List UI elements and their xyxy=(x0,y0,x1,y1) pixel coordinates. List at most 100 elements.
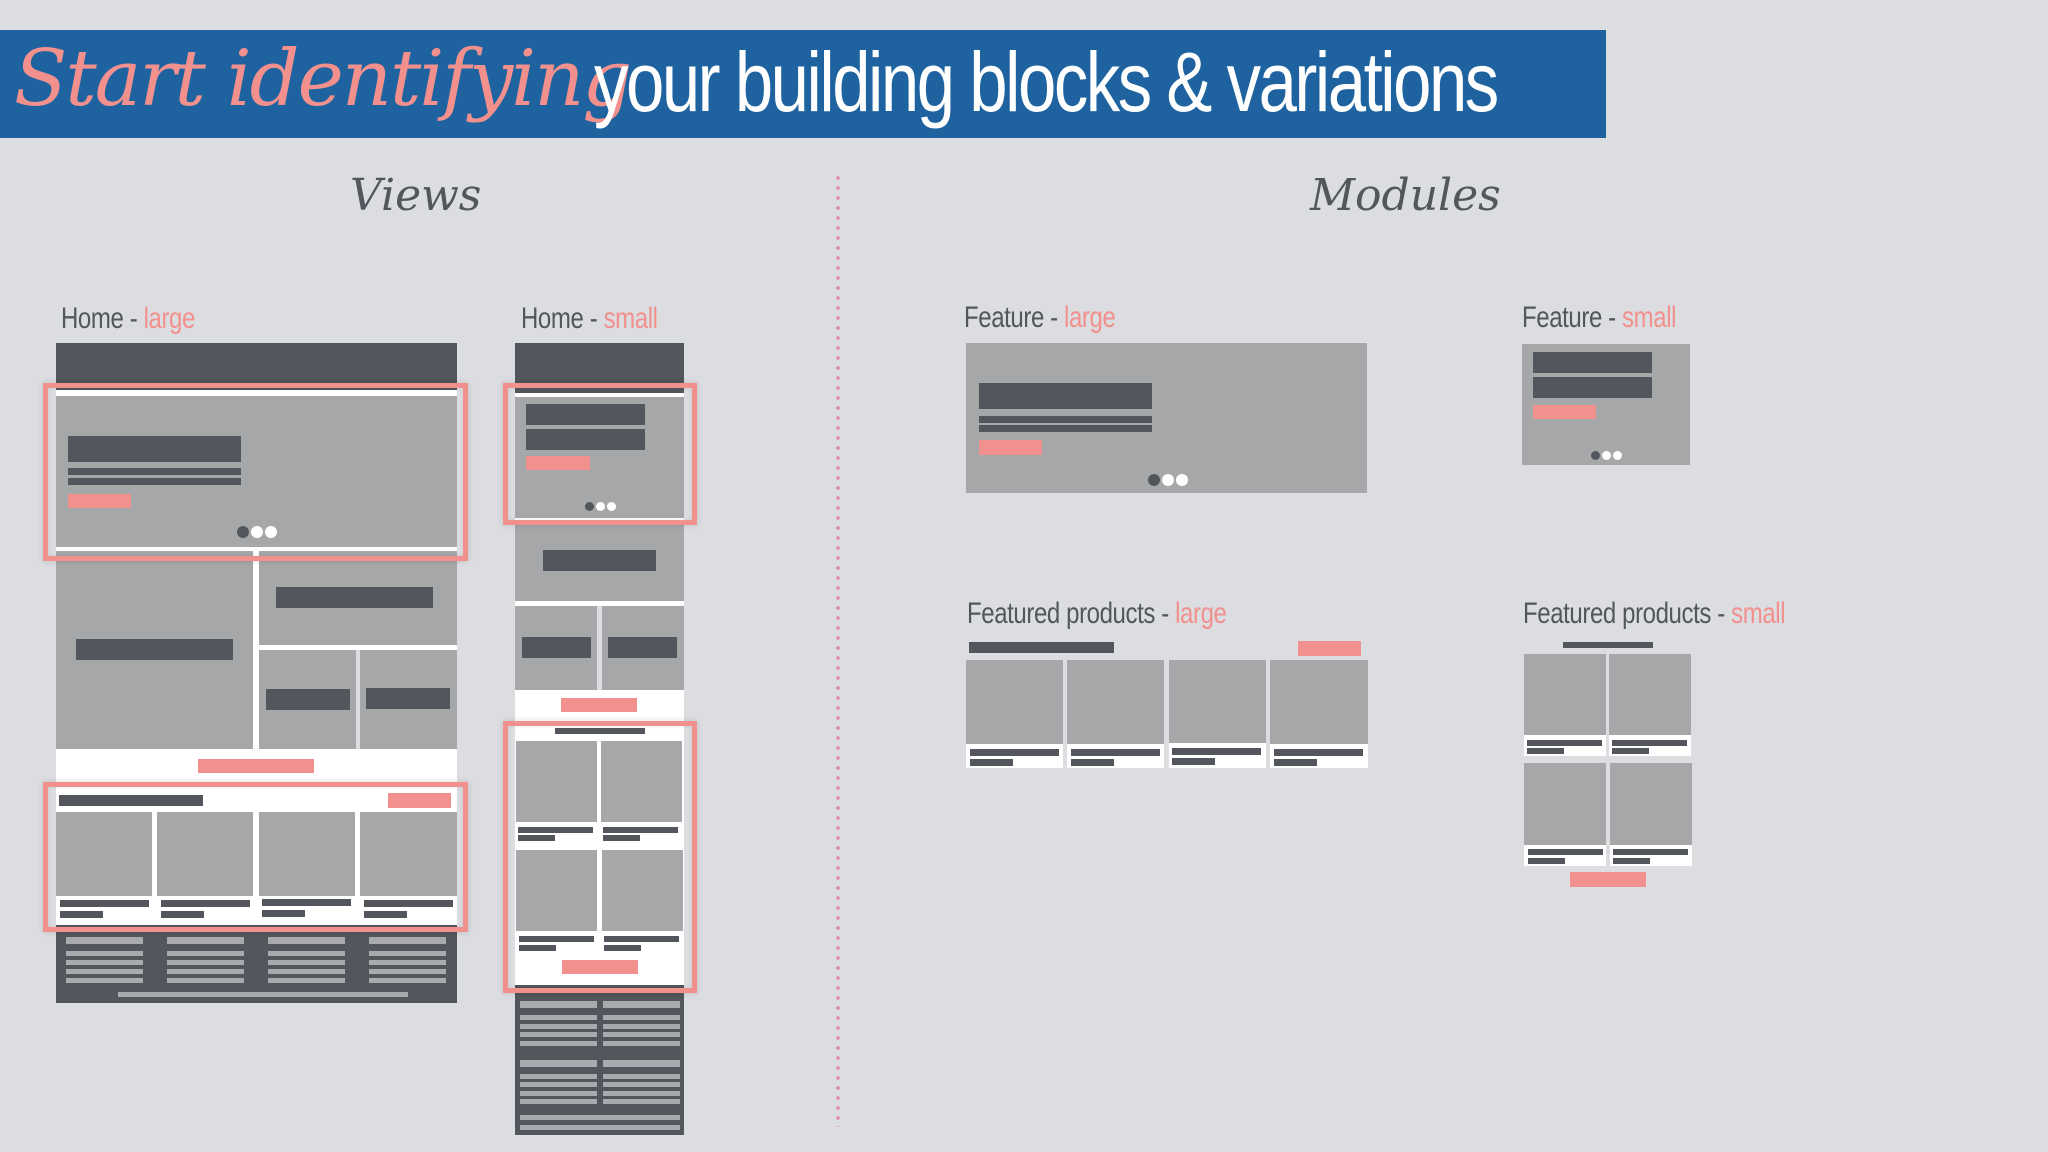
product-text-bar xyxy=(1172,748,1261,755)
promo-bar xyxy=(608,637,677,658)
product-image xyxy=(1524,654,1606,735)
cta-button xyxy=(561,698,637,712)
title-rest: your building blocks & variations xyxy=(594,35,1499,129)
feature-button xyxy=(68,494,131,508)
product-image xyxy=(966,660,1063,744)
product-text-bar xyxy=(1613,858,1650,864)
feature-button xyxy=(979,440,1042,455)
highlight-products-large xyxy=(43,782,468,932)
carousel-dots xyxy=(585,502,616,511)
product-image xyxy=(1610,763,1692,845)
feature-heading-bar xyxy=(526,404,645,425)
product-text-bar xyxy=(60,911,103,918)
carousel-dots xyxy=(1148,474,1188,486)
title-banner: Start identifying your building blocks &… xyxy=(0,30,1606,138)
products-more-button xyxy=(1570,872,1646,887)
product-text-bar xyxy=(262,910,305,917)
product-image xyxy=(259,812,355,896)
product-text-bar xyxy=(1172,758,1215,765)
feature-button xyxy=(1533,405,1596,419)
product-image xyxy=(360,812,457,896)
product-text-bar xyxy=(262,899,351,906)
products-title-bar xyxy=(555,728,645,734)
product-text-bar xyxy=(1071,759,1114,766)
product-text-bar xyxy=(60,900,149,907)
label-feature-large: Feature - large xyxy=(964,301,1116,334)
product-text-bar xyxy=(603,827,678,833)
dotted-divider xyxy=(836,173,840,1127)
section-title-views: Views xyxy=(350,170,482,221)
feature-heading-bar xyxy=(979,383,1152,409)
feature-heading-bar xyxy=(1533,352,1652,373)
products-more-button xyxy=(1298,641,1361,656)
products-title-bar xyxy=(1563,642,1653,648)
product-text-bar xyxy=(519,945,556,951)
cta-button xyxy=(198,759,314,773)
product-text-bar xyxy=(1527,748,1564,754)
product-text-bar xyxy=(1528,858,1565,864)
product-text-bar xyxy=(519,936,594,942)
product-text-bar xyxy=(518,835,555,841)
spacer xyxy=(56,390,457,396)
product-image xyxy=(516,741,597,822)
product-image xyxy=(602,850,683,931)
promo-bar xyxy=(543,550,656,571)
product-text-bar xyxy=(1274,759,1317,766)
label-feature-small: Feature - small xyxy=(1522,301,1677,334)
promo-bar xyxy=(76,639,233,660)
carousel-dots xyxy=(237,526,277,538)
spacer xyxy=(56,547,457,551)
highlight-feature-small xyxy=(503,383,697,525)
header-block xyxy=(56,343,457,390)
feature-button xyxy=(526,456,590,470)
products-title-bar xyxy=(59,795,203,806)
product-text-bar xyxy=(603,835,640,841)
feature-text-bar xyxy=(979,425,1152,432)
product-image xyxy=(1609,654,1691,735)
title-highlight: Start identifying xyxy=(14,34,632,124)
feature-heading-bar xyxy=(526,429,645,450)
feature-text-bar xyxy=(68,468,241,475)
product-text-bar xyxy=(1527,740,1602,746)
feature-heading-bar xyxy=(68,436,241,462)
product-text-bar xyxy=(1528,849,1603,855)
product-text-bar xyxy=(604,936,679,942)
label-home-large: Home - large xyxy=(61,302,195,335)
feature-heading-bar xyxy=(1533,377,1652,398)
product-text-bar xyxy=(518,827,593,833)
highlight-feature-large xyxy=(43,383,468,561)
product-text-bar xyxy=(161,900,250,907)
product-image xyxy=(56,812,152,896)
promo-bar xyxy=(276,587,433,608)
products-more-button xyxy=(388,793,451,808)
product-text-bar xyxy=(1612,748,1649,754)
product-image xyxy=(1169,660,1266,743)
product-text-bar xyxy=(970,749,1059,756)
section-title-modules: Modules xyxy=(1310,170,1501,221)
products-more-button xyxy=(562,960,638,974)
product-text-bar xyxy=(1612,740,1687,746)
product-text-bar xyxy=(1274,749,1363,756)
product-text-bar xyxy=(364,900,453,907)
product-image xyxy=(1067,660,1164,744)
promo-bar xyxy=(266,689,350,710)
feature-text-bar xyxy=(68,478,241,485)
product-text-bar xyxy=(161,911,204,918)
product-image xyxy=(1270,660,1368,744)
product-text-bar xyxy=(364,911,407,918)
spacer xyxy=(515,393,684,397)
highlight-products-small xyxy=(503,721,697,993)
products-title-bar xyxy=(969,642,1114,653)
label-home-small: Home - small xyxy=(521,302,658,335)
spacer xyxy=(515,601,684,606)
spacer xyxy=(253,551,259,749)
label-featured-products-small: Featured products - small xyxy=(1523,597,1786,630)
promo-bar xyxy=(366,688,450,709)
product-text-bar xyxy=(1071,749,1160,756)
promo-bar xyxy=(522,637,591,658)
product-image xyxy=(157,812,253,896)
product-text-bar xyxy=(970,759,1013,766)
feature-text-bar xyxy=(979,416,1152,423)
product-image xyxy=(516,850,597,931)
product-image xyxy=(1524,763,1606,845)
